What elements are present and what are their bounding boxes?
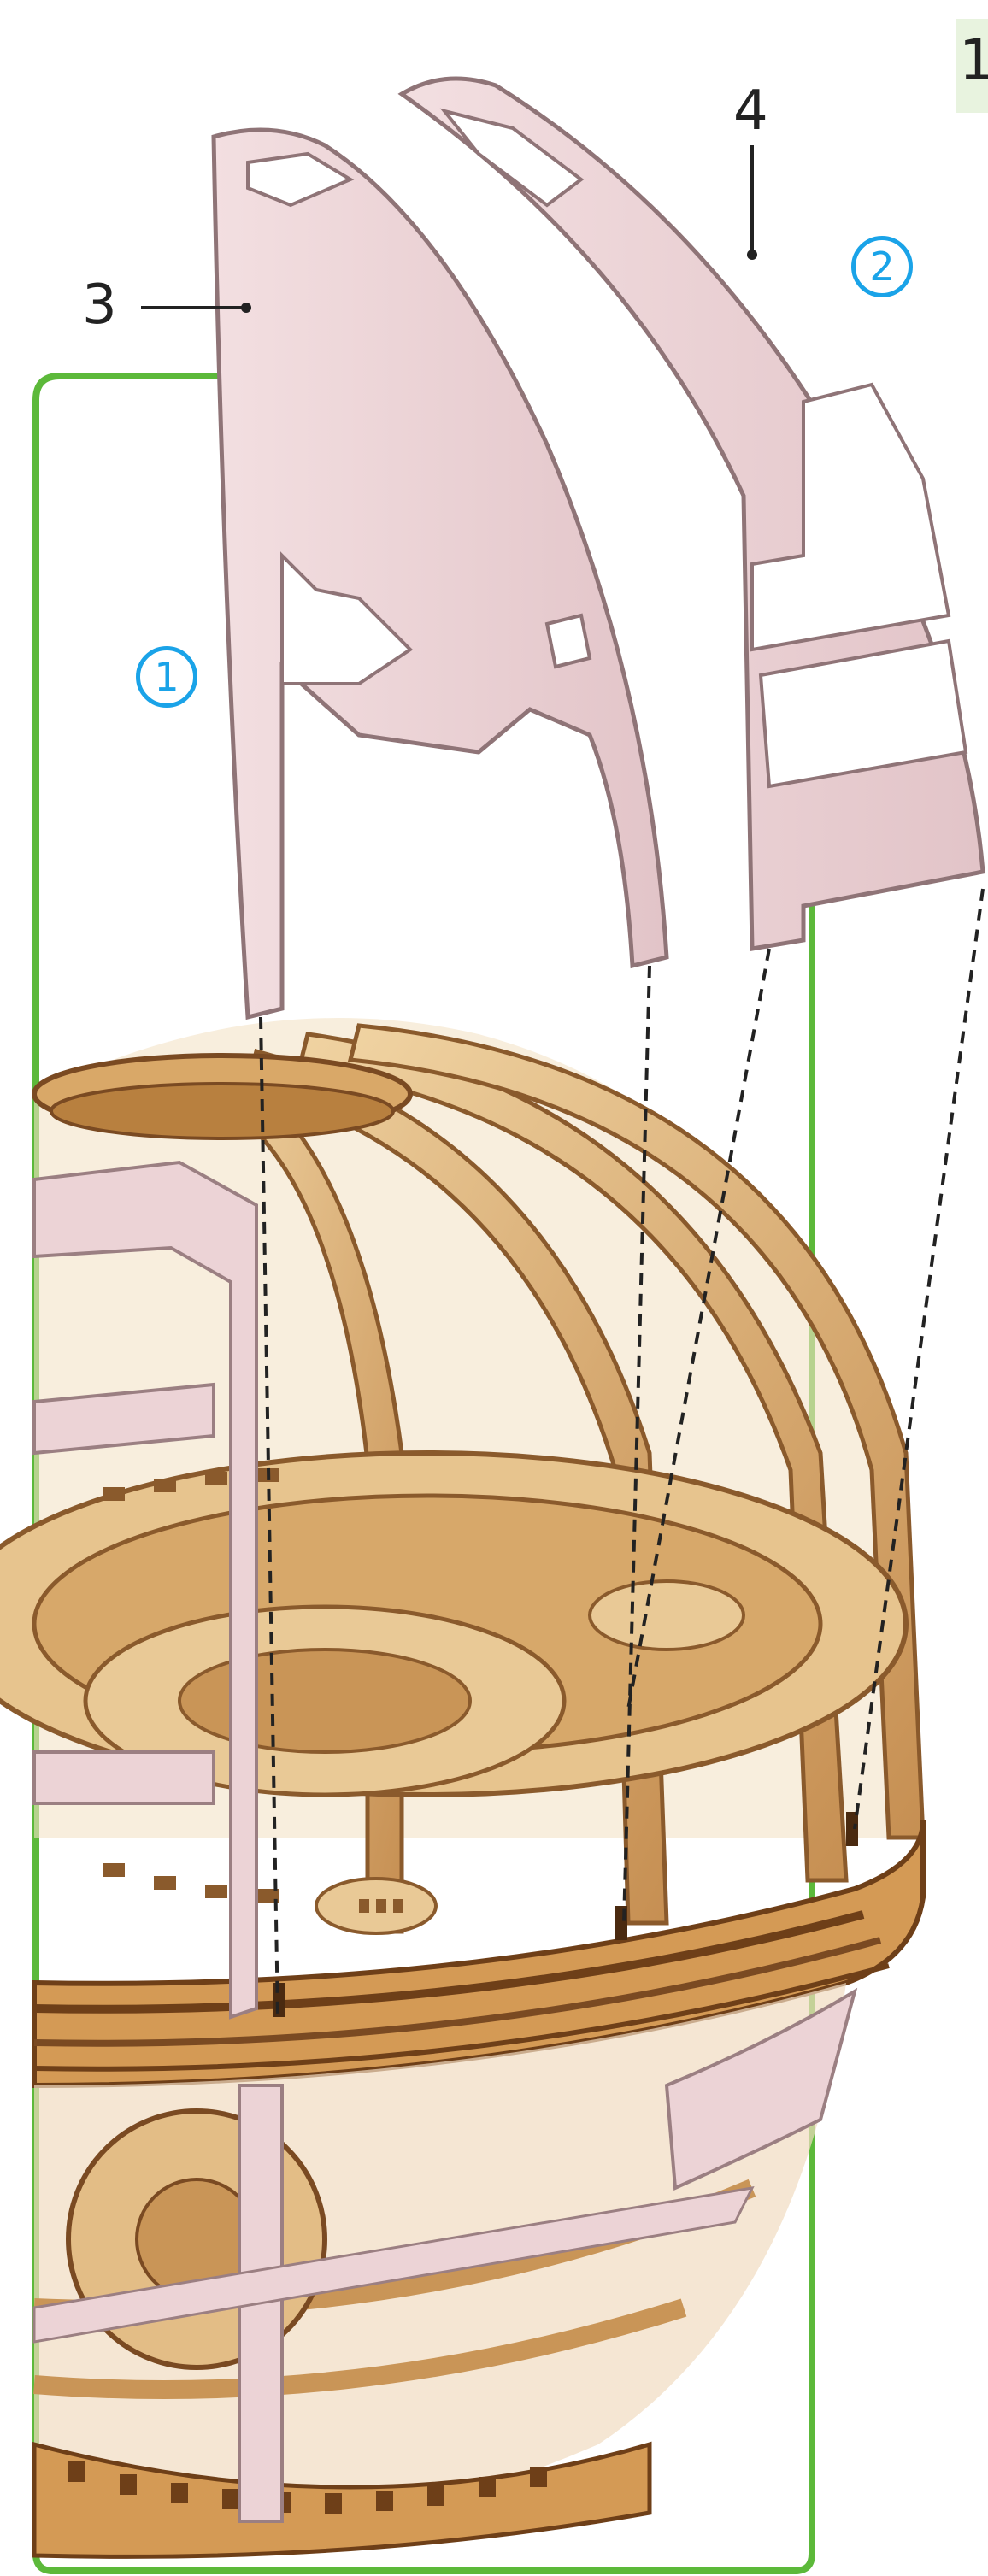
part-label-4: 4: [733, 84, 768, 138]
sphere-assembly: [0, 1018, 923, 2556]
step-marker-2: 2: [851, 236, 913, 297]
step-marker-1: 1: [136, 646, 197, 708]
part-label-3: 3: [82, 278, 117, 332]
